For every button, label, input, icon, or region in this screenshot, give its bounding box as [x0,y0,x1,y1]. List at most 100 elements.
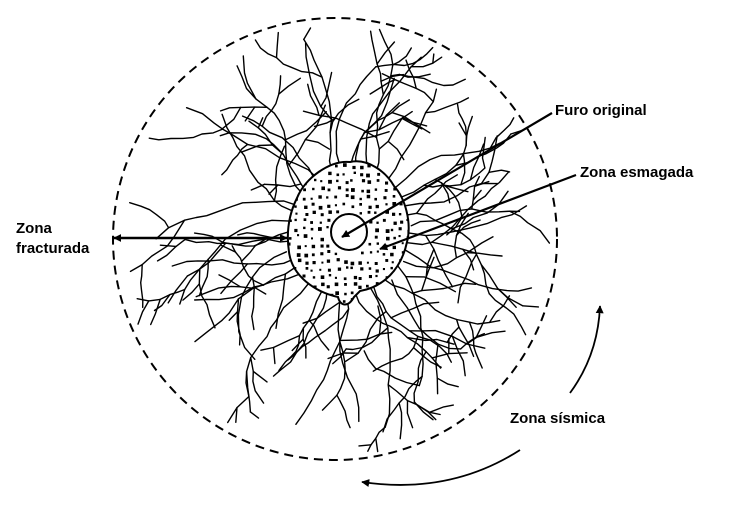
crushed-particle [351,188,355,192]
crushed-particle [311,300,314,303]
crushed-particle [329,274,331,276]
crushed-particle [312,253,315,256]
crushed-particle [358,286,361,289]
crushed-particle [318,227,322,231]
crushed-particle [386,229,390,233]
crack-line [436,344,438,394]
crushed-particle [328,172,331,175]
crack-line [458,104,467,145]
crack-line [253,371,267,382]
crushed-particle [408,300,412,304]
crushed-particle [295,213,297,215]
crushed-particle [354,172,356,174]
crushed-particle [366,174,370,178]
crack-line [373,336,418,371]
crushed-particle [393,237,396,240]
crushed-particle [386,237,390,241]
crushed-particle [360,212,362,214]
crack-line [481,265,522,306]
crushed-particle [335,291,339,295]
crushed-particle [400,221,403,224]
crushed-particle [391,267,393,269]
crushed-particle [312,245,315,248]
crack-line [149,129,222,140]
crushed-particle [369,206,372,209]
crushed-particle [334,196,337,199]
crushed-particle [337,174,340,177]
crushed-particle [335,253,337,255]
crushed-particle [350,267,353,270]
crack-line [274,348,275,364]
crushed-particle [298,259,302,263]
crushed-particle [344,260,348,264]
crack-line [477,316,487,337]
crack-line [130,203,169,228]
crushed-particle [311,198,313,200]
crushed-particle [366,285,369,288]
crushed-particle [375,228,379,232]
crushed-particle [321,238,325,242]
crack-line [391,75,466,86]
crushed-particle [321,245,324,248]
crushed-particle [327,250,330,253]
crushed-particle [312,291,314,293]
crushed-particle [393,195,396,198]
crack-line [195,267,296,300]
label-zona-sismica: Zona sísmica [510,409,605,429]
crushed-particle [328,269,331,272]
seismic-arrow-lower [362,450,520,485]
crushed-particle [344,283,347,286]
crushed-particle [343,203,346,206]
crushed-particle [305,213,308,216]
crushed-particle [303,275,306,278]
crack-line [472,177,480,209]
crack-line [222,114,293,211]
crushed-particle [400,171,404,175]
crushed-particle [303,188,306,191]
crack-line [393,48,412,65]
crushed-particle [304,218,307,221]
crushed-particle [344,277,347,280]
crushed-particle [359,298,362,301]
crushed-particle [360,198,362,200]
crushed-particle [390,300,394,304]
crack-line [222,144,248,174]
label-zona-esmagada: Zona esmagada [580,163,693,183]
crack-line [185,239,289,245]
crushed-particle [386,292,389,295]
crushed-particle [391,229,393,231]
crushed-particle [383,196,386,199]
crack-line [337,395,350,427]
crushed-particle [385,203,387,205]
crack-line [306,43,332,119]
crushed-particle [391,290,394,293]
crack-line [407,401,412,428]
crack-line [251,358,264,404]
crushed-particle [311,270,313,272]
crack-line [414,352,426,402]
crushed-particle [362,179,365,182]
crushed-particle [313,276,315,278]
crack-line [437,378,458,387]
crushed-particle [321,283,325,287]
crushed-particle [320,252,323,255]
crushed-particle [328,189,331,192]
crack-line [251,184,264,190]
crushed-particle [360,166,364,170]
crack-line [336,67,376,167]
crack-line [304,28,311,39]
crack-line [221,107,267,111]
crushed-particle [402,266,405,269]
crushed-particle [394,278,398,282]
crack-line [219,275,240,287]
crushed-particle [297,253,301,257]
crushed-particle [350,179,353,182]
crushed-particle [367,164,370,167]
crushed-particle [367,262,369,264]
crushed-particle [410,163,413,166]
crack-line [371,31,384,94]
crack-line [405,213,489,293]
label-zona-fracturada: Zona fracturada [16,219,89,259]
crushed-particle [305,245,307,247]
crushed-particle [304,234,308,238]
